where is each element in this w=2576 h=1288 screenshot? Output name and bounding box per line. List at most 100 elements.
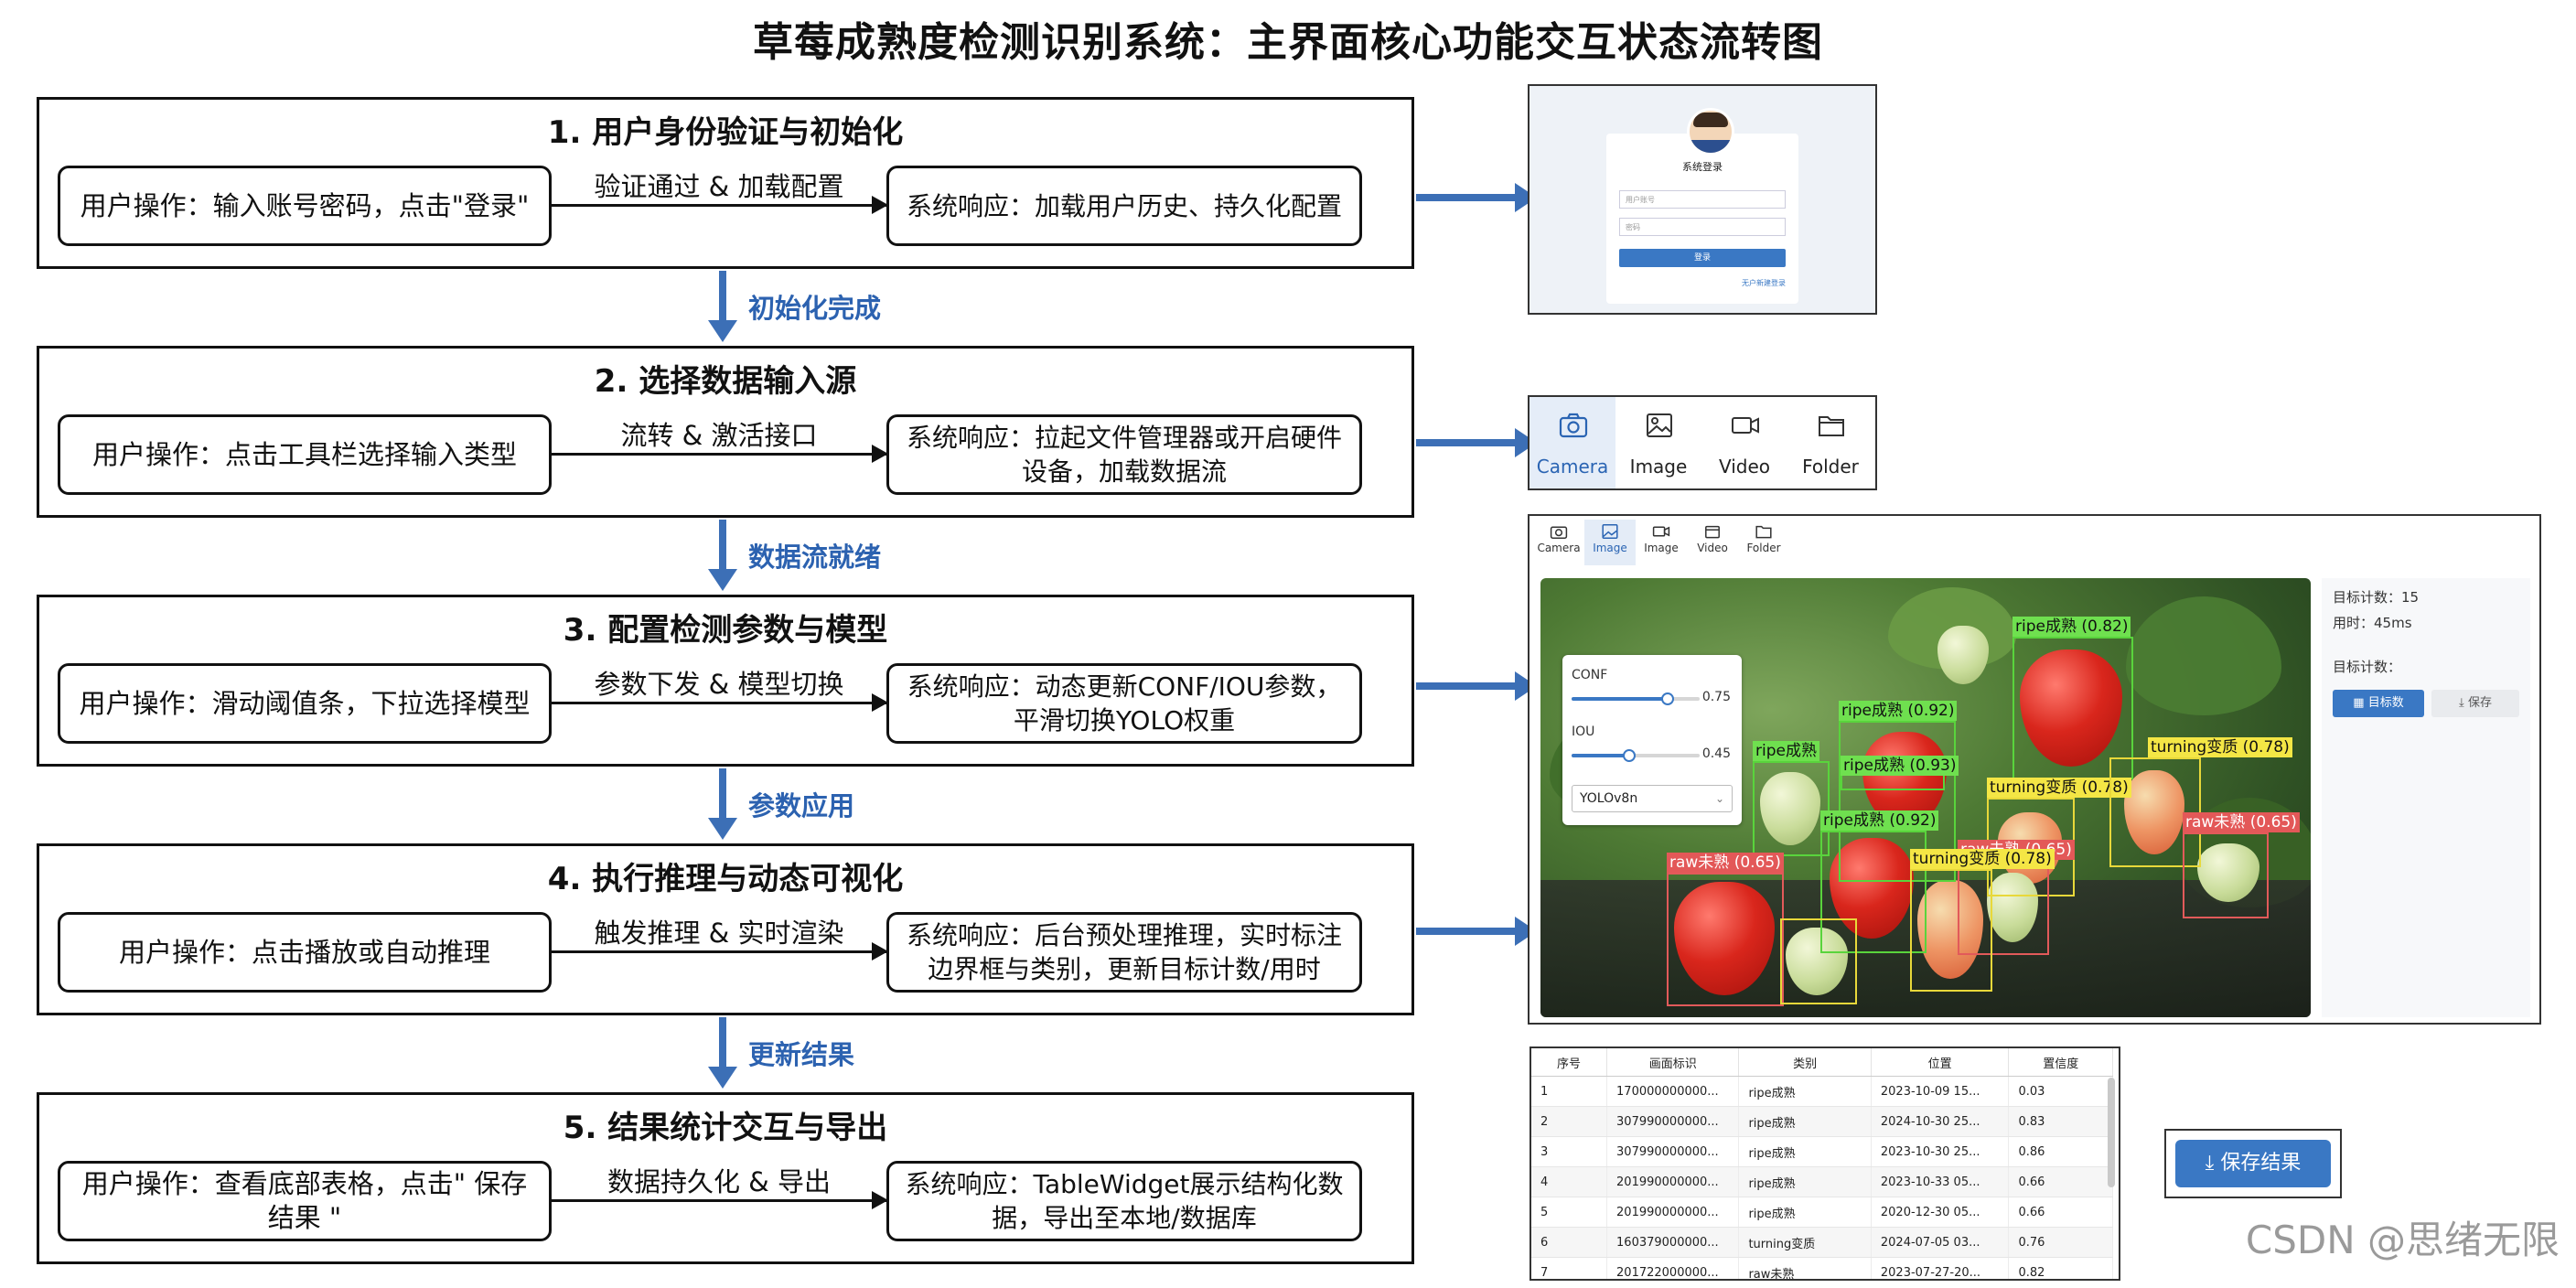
- model-select[interactable]: YOLOv8n⌄: [1572, 785, 1733, 812]
- calendar-icon: [1703, 523, 1722, 540]
- app-toolbar-camera[interactable]: Camera: [1533, 520, 1584, 565]
- download-icon: ⤓: [2206, 1152, 2221, 1175]
- table-cell: 0.86: [2009, 1137, 2113, 1167]
- table-column-header[interactable]: 类别: [1739, 1048, 1871, 1077]
- login-card: 系统登录 用户账号 密码 登录 无户新建登录: [1606, 134, 1798, 304]
- iou-slider[interactable]: [1572, 754, 1700, 757]
- step-title: 2. 选择数据输入源: [39, 356, 1411, 401]
- toolbar-video-button[interactable]: Video: [1701, 397, 1787, 488]
- detection-label: ripe成熟: [1753, 741, 1819, 761]
- user-action-box: 用户操作：点击播放或自动推理: [58, 912, 552, 993]
- iou-slider-handle[interactable]: [1623, 749, 1636, 762]
- right-arrow: [552, 453, 886, 456]
- table-cell: 0.76: [2009, 1228, 2113, 1258]
- system-response-box: 系统响应：拉起文件管理器或开启硬件设备，加载数据流: [886, 414, 1362, 495]
- table-scrollbar[interactable]: [2108, 1078, 2115, 1187]
- system-response-box: 系统响应：后台预处理推理，实时标注边界框与类别，更新目标计数/用时: [886, 912, 1362, 993]
- image-icon: [1645, 412, 1674, 439]
- table-header-row: 序号画面标识类别位置置信度: [1531, 1048, 2113, 1077]
- right-pointer-arrow: [1416, 928, 1517, 935]
- table-cell: 2024-10-30 25...: [1871, 1107, 2009, 1137]
- table-cell: 1: [1531, 1077, 1607, 1107]
- step-title: 5. 结果统计交互与导出: [39, 1102, 1411, 1147]
- step-2-box: 2. 选择数据输入源 用户操作：点击工具栏选择输入类型 流转 & 激活接口 系统…: [37, 346, 1414, 518]
- table-cell: 2024-07-05 03...: [1871, 1228, 2009, 1258]
- system-response-box: 系统响应：加载用户历史、持久化配置: [886, 166, 1362, 246]
- login-button[interactable]: 登录: [1619, 249, 1786, 267]
- app-toolbar-image[interactable]: Image: [1584, 520, 1636, 565]
- target-count-label: 目标计数：: [2333, 657, 2401, 676]
- table-column-header[interactable]: 位置: [1871, 1048, 2009, 1077]
- bounding-box: turning变质 (0.78): [1910, 869, 1992, 992]
- right-arrow: [552, 1199, 886, 1202]
- table-column-header[interactable]: 序号: [1531, 1048, 1607, 1077]
- diagram-title: 草莓成熟度检测识别系统：主界面核心功能交互状态流转图: [0, 9, 2576, 68]
- toolbar-image-button[interactable]: Image: [1615, 397, 1701, 488]
- table-cell: 2020-12-30 05...: [1871, 1197, 2009, 1228]
- detection-label: ripe成熟 (0.92): [1820, 810, 1938, 831]
- table-column-header[interactable]: 置信度: [2009, 1048, 2113, 1077]
- leaf: [2126, 596, 2281, 715]
- bounding-box: raw未熟 (0.65): [1667, 873, 1784, 1006]
- table-cell: 7: [1531, 1258, 1607, 1282]
- transition-label: 数据流就绪: [748, 536, 881, 574]
- bounding-box: [1780, 918, 1857, 1004]
- results-table: 序号画面标识类别位置置信度 1170000000000...ripe成熟2023…: [1530, 1046, 2120, 1281]
- table-cell: 0.03: [2009, 1077, 2113, 1107]
- save-small-button[interactable]: ⤓ 保存: [2431, 690, 2519, 717]
- username-input[interactable]: 用户账号: [1619, 190, 1786, 209]
- user-action-box: 用户操作：输入账号密码，点击"登录": [58, 166, 552, 246]
- save-small-label: 保存: [2468, 696, 2492, 710]
- app-toolbar-label: Video: [1697, 542, 1728, 554]
- password-input[interactable]: 密码: [1619, 218, 1786, 236]
- table-column-header[interactable]: 画面标识: [1607, 1048, 1739, 1077]
- elapsed-time: 用时：45ms: [2333, 613, 2412, 632]
- register-link[interactable]: 无户新建登录: [1742, 278, 1786, 288]
- conf-slider-handle[interactable]: [1661, 692, 1674, 705]
- table-cell: ripe成熟: [1739, 1137, 1871, 1167]
- strawberry: [1937, 626, 1989, 684]
- step-3-box: 3. 配置检测参数与模型 用户操作：滑动阈值条，下拉选择模型 参数下发 & 模型…: [37, 595, 1414, 767]
- detection-label: turning变质 (0.78): [1910, 849, 2055, 869]
- table-cell: ripe成熟: [1739, 1197, 1871, 1228]
- step-title: 3. 配置检测参数与模型: [39, 605, 1411, 649]
- arrow-label: 验证通过 & 加载配置: [552, 166, 886, 204]
- table-cell: 2023-10-30 25...: [1871, 1137, 2009, 1167]
- toolbar-camera-button[interactable]: Camera: [1530, 397, 1615, 488]
- transition-label: 初始化完成: [748, 287, 881, 326]
- table-cell: ripe成熟: [1739, 1107, 1871, 1137]
- table-cell: ripe成熟: [1739, 1077, 1871, 1107]
- app-toolbar-image-2[interactable]: Image: [1636, 520, 1687, 565]
- detection-label: raw未熟 (0.65): [1667, 853, 1784, 873]
- app-toolbar-folder[interactable]: Folder: [1738, 520, 1789, 565]
- video-icon: [1652, 523, 1670, 540]
- download-icon: ⤓: [2459, 696, 2468, 710]
- save-result-button[interactable]: ⤓ 保存结果: [2175, 1140, 2331, 1187]
- conf-slider[interactable]: [1572, 697, 1700, 701]
- arrow-label: 流转 & 激活接口: [552, 414, 886, 453]
- table-cell: 201990000000...: [1607, 1197, 1739, 1228]
- table-cell: 2023-10-33 05...: [1871, 1167, 2009, 1197]
- bounding-box: ripe成熟: [1753, 761, 1830, 856]
- table-cell: 6: [1531, 1228, 1607, 1258]
- folder-icon: [1817, 412, 1846, 439]
- system-response-box: 系统响应：TableWidget展示结构化数据，导出至本地/数据库: [886, 1161, 1362, 1241]
- toolbar-label: Image: [1615, 456, 1701, 478]
- detection-label: ripe成熟 (0.92): [1839, 701, 1957, 721]
- detection-label: turning变质 (0.78): [2148, 737, 2292, 757]
- arrow-label: 数据持久化 & 导出: [552, 1161, 886, 1199]
- detection-params-panel: CONF 0.75 IOU 0.45 YOLOv8n⌄: [1562, 655, 1742, 825]
- detection-label: raw未熟 (0.65): [2183, 812, 2300, 832]
- right-arrow: [552, 204, 886, 207]
- toolbar-folder-button[interactable]: Folder: [1787, 397, 1873, 488]
- target-button[interactable]: ▦ 目标数: [2333, 690, 2424, 717]
- table-cell: 0.83: [2009, 1107, 2113, 1137]
- app-toolbar-video[interactable]: Video: [1687, 520, 1738, 565]
